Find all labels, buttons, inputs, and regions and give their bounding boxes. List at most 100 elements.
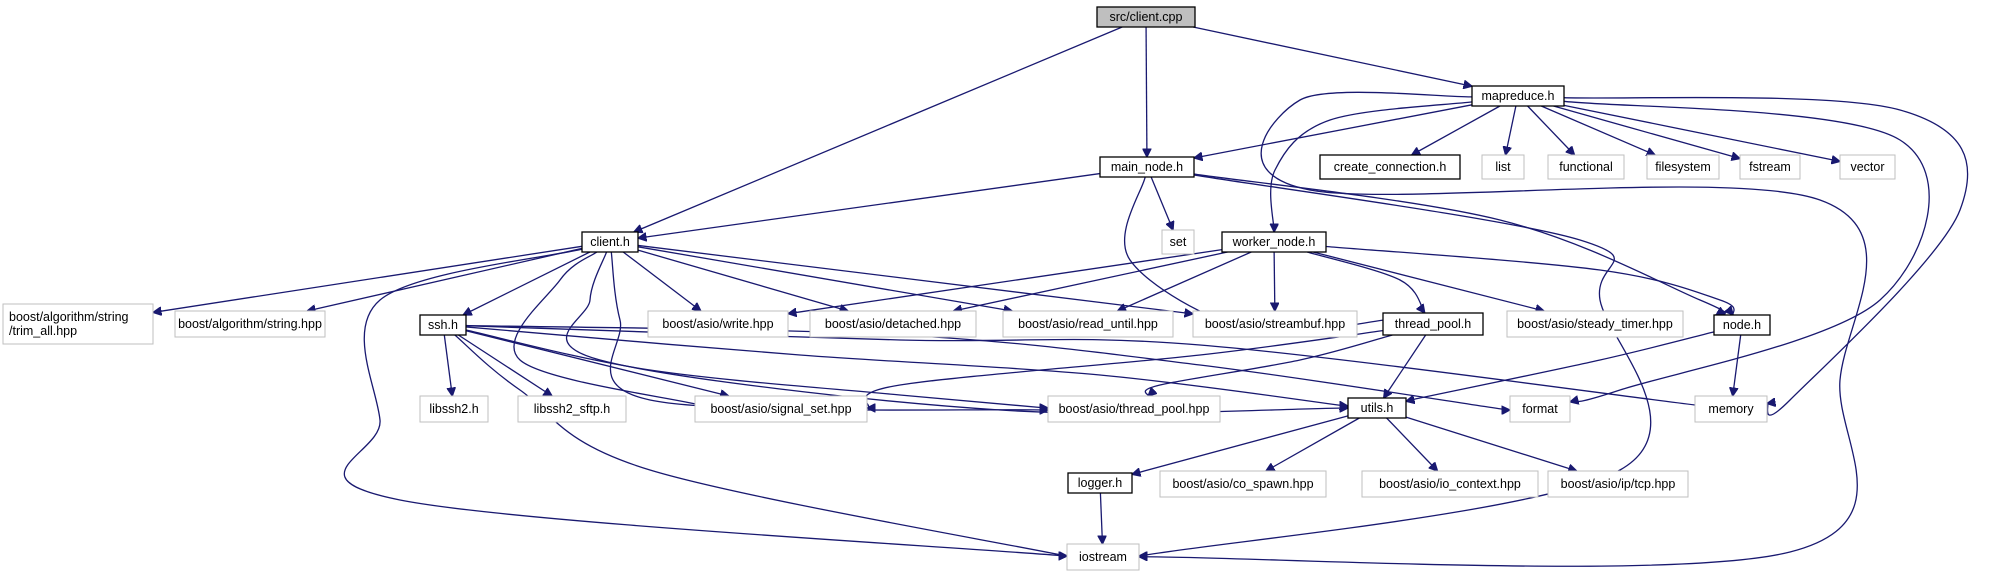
node-box — [1839, 154, 1896, 180]
node-box — [419, 314, 467, 336]
node-box — [1159, 470, 1327, 498]
edge-mapreduce_h-to-memory — [1563, 96, 1969, 416]
node-asio-detached: boost/asio/detached.hpp — [809, 310, 977, 338]
node-label: set — [1170, 235, 1187, 249]
node-box — [1192, 310, 1358, 338]
edge-mapreduce_h-to-functional — [1527, 105, 1575, 155]
dependency-nodes: src/client.cpp mapreduce.h main_node.h crea… — [2, 6, 1896, 571]
node-label: libssh2_sftp.h — [534, 402, 610, 416]
node-box — [1347, 397, 1407, 419]
node-box — [1221, 231, 1327, 253]
node-box — [419, 395, 489, 423]
node-box — [2, 303, 154, 345]
node-box — [1382, 312, 1484, 336]
node-asio-read-until: boost/asio/read_until.hpp — [1002, 310, 1174, 338]
node-label: boost/asio/co_spawn.hpp — [1172, 477, 1313, 491]
edge-main_node_h-to-set — [1150, 176, 1173, 230]
node-create-connection-h[interactable]: create_connection.h — [1319, 154, 1461, 180]
edge-ssh_h-to-asio_signal_set — [465, 330, 729, 396]
edge-mapreduce_h-to-iostream — [1139, 91, 1868, 567]
node-label: mapreduce.h — [1482, 89, 1555, 103]
node-box — [1319, 154, 1461, 180]
node-box — [1694, 395, 1768, 423]
edge-ssh_h-to-libssh2_sftp_h — [458, 334, 552, 396]
node-label: boost/asio/read_until.hpp — [1018, 317, 1158, 331]
node-asio-streambuf: boost/asio/streambuf.hpp — [1192, 310, 1358, 338]
edge-worker_node_h-to-asio_read_until — [1117, 251, 1252, 311]
node-label: vector — [1850, 160, 1884, 174]
node-node-h[interactable]: node.h — [1713, 314, 1771, 336]
node-label: src/client.cpp — [1110, 10, 1183, 24]
edge-main_node_h-to-node_h — [1193, 173, 1725, 315]
node-filesystem: filesystem — [1646, 154, 1720, 180]
node-trim-all: boost/algorithm/string/trim_all.hpp — [2, 303, 154, 345]
node-label: fstream — [1749, 160, 1791, 174]
edge-main_node_h-to-iostream — [1103, 174, 1652, 563]
node-worker-node-h[interactable]: worker_node.h — [1221, 231, 1327, 253]
edge-utils_h-to-asio_co_spawn — [1266, 417, 1360, 471]
edge-client_h-to-algo_string — [307, 247, 583, 311]
edge-client_cpp-to-client_h — [634, 26, 1123, 232]
node-format: format — [1509, 395, 1571, 423]
node-box — [1646, 154, 1720, 180]
edge-worker_node_h-to-asio_detached — [953, 251, 1228, 311]
edge-ssh_h-to-iostream — [454, 334, 1098, 564]
node-box — [1066, 543, 1140, 571]
node-label: functional — [1559, 160, 1613, 174]
node-asio-signal-set: boost/asio/signal_set.hpp — [694, 395, 868, 423]
node-logger-h[interactable]: logger.h — [1067, 472, 1133, 494]
node-label: boost/asio/ip/tcp.hpp — [1561, 477, 1676, 491]
node-client-cpp[interactable]: src/client.cpp — [1096, 6, 1196, 28]
edge-mapreduce_h-to-main_node_h — [1194, 104, 1473, 158]
node-label: boost/asio/streambuf.hpp — [1205, 317, 1345, 331]
node-box — [1161, 229, 1195, 255]
edge-client_h-to-trim_all — [153, 245, 583, 312]
node-label: boost/asio/thread_pool.hpp — [1059, 402, 1210, 416]
node-box — [1547, 154, 1625, 180]
node-utils-h[interactable]: utils.h — [1347, 397, 1407, 419]
node-label: boost/asio/detached.hpp — [825, 317, 961, 331]
node-fstream: fstream — [1739, 154, 1801, 180]
node-asio-co-spawn: boost/asio/co_spawn.hpp — [1159, 470, 1327, 498]
node-label: boost/asio/signal_set.hpp — [710, 402, 851, 416]
edge-mapreduce_h-to-worker_node_h — [1271, 101, 1473, 232]
edge-logger_h-to-iostream — [1100, 492, 1102, 544]
edge-ssh_h-to-libssh2_h — [443, 334, 452, 396]
edge-mapreduce_h-to-format — [1563, 100, 1930, 402]
node-client-h[interactable]: client.h — [581, 231, 639, 253]
node-list: list — [1481, 154, 1525, 180]
edge-worker_node_h-to-node_h — [1325, 245, 1735, 315]
node-box — [1067, 472, 1133, 494]
node-box — [1547, 470, 1689, 498]
edge-utils_h-to-asio_io_context — [1386, 417, 1438, 471]
node-label: boost/asio/write.hpp — [662, 317, 773, 331]
node-box — [581, 231, 639, 253]
edge-main_node_h-to-client_h — [638, 172, 1101, 239]
edge-mapreduce_h-to-filesystem — [1540, 105, 1655, 155]
node-label: ssh.h — [428, 318, 458, 332]
edge-thread_pool_h-to-utils_h — [1384, 334, 1427, 398]
node-box — [1481, 154, 1525, 180]
node-ssh-h[interactable]: ssh.h — [419, 314, 467, 336]
node-label: boost/algorithm/string — [9, 310, 129, 324]
edge-ssh_h-to-utils_h — [465, 326, 1366, 408]
edge-mapreduce_h-to-create_connection_h — [1412, 105, 1501, 155]
node-label: thread_pool.h — [1395, 317, 1472, 331]
node-mapreduce-h[interactable]: mapreduce.h — [1471, 85, 1565, 107]
edge-thread_pool_h-to-asio_signal_set — [864, 330, 1384, 410]
node-label: /trim_all.hpp — [9, 324, 77, 338]
node-label: main_node.h — [1111, 160, 1183, 174]
node-thread-pool-h[interactable]: thread_pool.h — [1382, 312, 1484, 336]
node-label: filesystem — [1655, 160, 1711, 174]
node-box — [1739, 154, 1801, 180]
node-box — [809, 310, 977, 338]
node-asio-write: boost/asio/write.hpp — [647, 310, 789, 338]
node-box — [174, 310, 326, 338]
node-main-node-h[interactable]: main_node.h — [1099, 156, 1195, 178]
node-box — [1471, 85, 1565, 107]
edge-mapreduce_h-to-fstream — [1553, 105, 1740, 159]
node-box — [1361, 470, 1539, 498]
node-asio-thread-pool: boost/asio/thread_pool.hpp — [1047, 395, 1221, 423]
edge-utils_h-to-asio_ip_tcp — [1405, 416, 1577, 471]
node-label: create_connection.h — [1334, 160, 1447, 174]
